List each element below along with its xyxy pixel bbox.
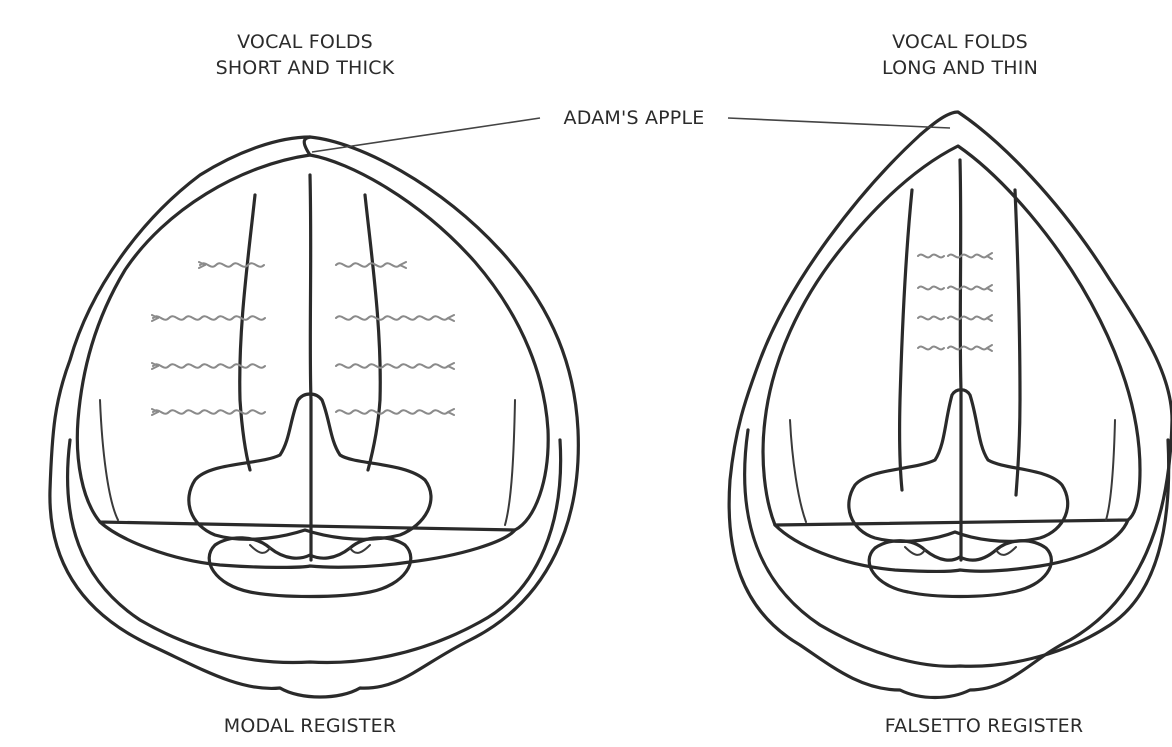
falsetto-heading-line2: LONG AND THIN <box>882 55 1038 81</box>
modal-thyroid-plate <box>304 137 310 155</box>
falsetto-left-side-stroke <box>790 420 806 522</box>
modal-heading: VOCAL FOLDS SHORT AND THICK <box>216 29 395 81</box>
modal-vibration-waves-right <box>336 262 454 415</box>
falsetto-larynx <box>729 112 1172 698</box>
modal-left-vocal-fold <box>240 195 255 470</box>
modal-inner-cartilage <box>77 155 548 530</box>
modal-vibration-waves-left <box>152 262 265 415</box>
modal-larynx <box>50 137 578 697</box>
falsetto-midline <box>960 160 961 560</box>
modal-right-vocal-fold <box>365 195 380 470</box>
modal-midline <box>310 175 311 560</box>
modal-heading-line1: VOCAL FOLDS <box>216 29 395 55</box>
adams-apple-label: ADAM'S APPLE <box>564 105 705 131</box>
modal-heading-line2: SHORT AND THICK <box>216 55 395 81</box>
adams-apple-leader-right <box>728 118 950 128</box>
falsetto-right-vocal-fold <box>1015 190 1020 495</box>
falsetto-inner-cartilage <box>763 146 1140 525</box>
falsetto-heading: VOCAL FOLDS LONG AND THIN <box>882 29 1038 81</box>
falsetto-vibration-waves <box>918 253 992 351</box>
modal-right-side-stroke <box>505 400 515 525</box>
adams-apple-leader-left <box>312 118 540 152</box>
modal-left-side-stroke <box>100 400 118 520</box>
modal-register-caption: MODAL REGISTER <box>224 713 396 739</box>
falsetto-arytenoid <box>849 390 1068 542</box>
falsetto-right-side-stroke <box>1106 420 1115 520</box>
falsetto-left-vocal-fold <box>900 190 912 490</box>
falsetto-heading-line1: VOCAL FOLDS <box>882 29 1038 55</box>
falsetto-register-caption: FALSETTO REGISTER <box>885 713 1084 739</box>
falsetto-cricoid-ring <box>775 520 1128 572</box>
